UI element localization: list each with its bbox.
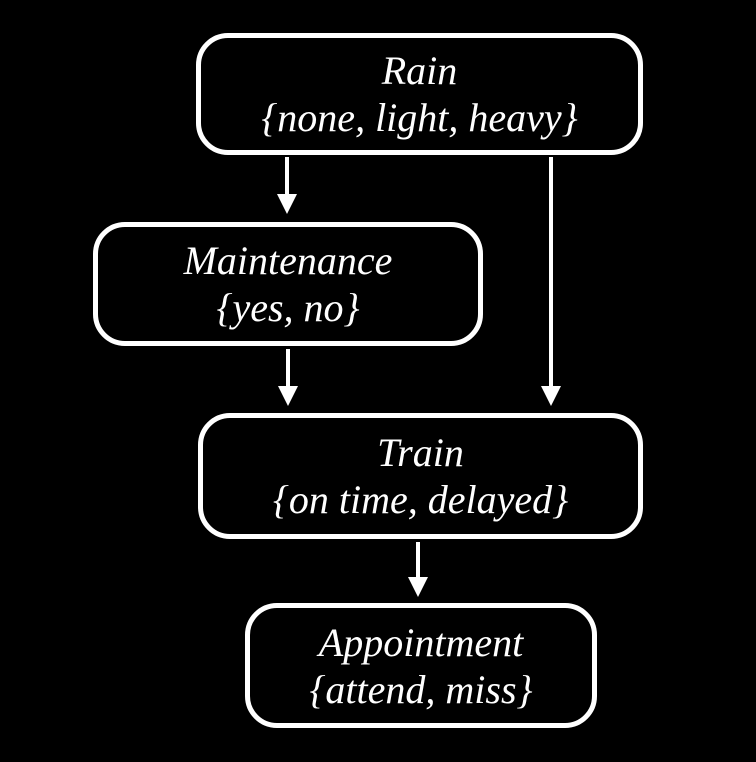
- node-train-values: {on time, delayed}: [272, 477, 569, 522]
- node-maintenance-values: {yes, no}: [216, 285, 360, 330]
- node-rain-values: {none, light, heavy}: [261, 95, 578, 140]
- node-maintenance: Maintenance {yes, no}: [93, 222, 483, 346]
- node-appointment-values: {attend, miss}: [309, 666, 533, 712]
- node-train: Train {on time, delayed}: [198, 413, 643, 539]
- node-maintenance-title: Maintenance: [183, 238, 393, 283]
- node-rain: Rain {none, light, heavy}: [196, 33, 643, 155]
- node-rain-title: Rain: [381, 48, 458, 93]
- node-appointment-title: Appointment: [318, 619, 524, 665]
- node-appointment: Appointment {attend, miss}: [245, 603, 597, 728]
- node-train-title: Train: [377, 430, 464, 475]
